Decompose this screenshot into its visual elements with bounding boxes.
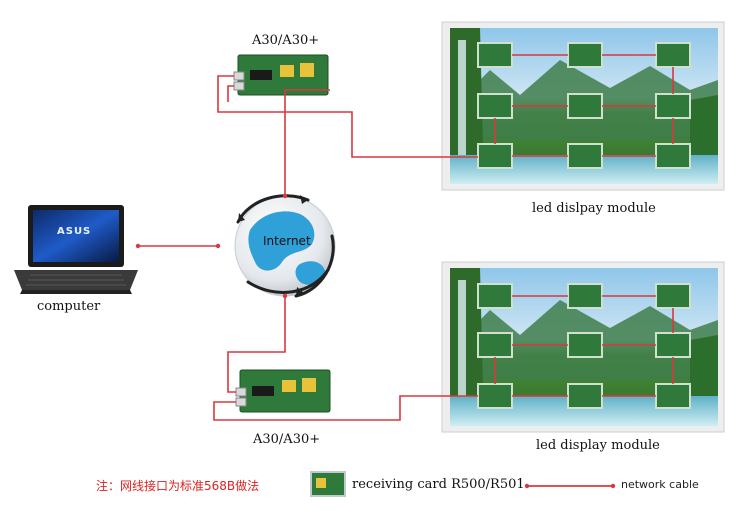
computer-label: computer (37, 299, 101, 314)
module-cabling-top (494, 54, 674, 157)
controller-card-top (233, 54, 329, 96)
screen-top-label: led dislpay module (532, 201, 656, 216)
led-display-module-top (441, 21, 725, 191)
internet-globe (234, 194, 336, 298)
screen-bottom-label: led display module (536, 438, 660, 453)
laptop-computer (14, 205, 138, 294)
controller-card-bottom (235, 369, 331, 413)
receiving-card-grid-top (477, 42, 691, 169)
cable-endpoints (135, 193, 288, 299)
laptop-brand-logo: ASUS (57, 226, 92, 237)
receiving-card-grid-bottom (477, 283, 691, 409)
legend-network-cable-label: network cable (621, 478, 699, 491)
controller-bottom-label: A30/A30+ (253, 432, 321, 447)
legend-receiving-card-icon (310, 471, 346, 497)
module-cabling-bottom (494, 295, 674, 397)
legend-note: 注：网线接口为标准568B做法 (96, 479, 260, 493)
network-cabling (138, 75, 478, 421)
legend-network-cable-icon (524, 483, 616, 489)
controller-top-label: A30/A30+ (252, 33, 320, 48)
led-display-module-bottom (441, 261, 725, 433)
legend-receiving-card-label: receiving card R500/R501 (352, 477, 525, 492)
internet-label: Internet (263, 234, 311, 248)
